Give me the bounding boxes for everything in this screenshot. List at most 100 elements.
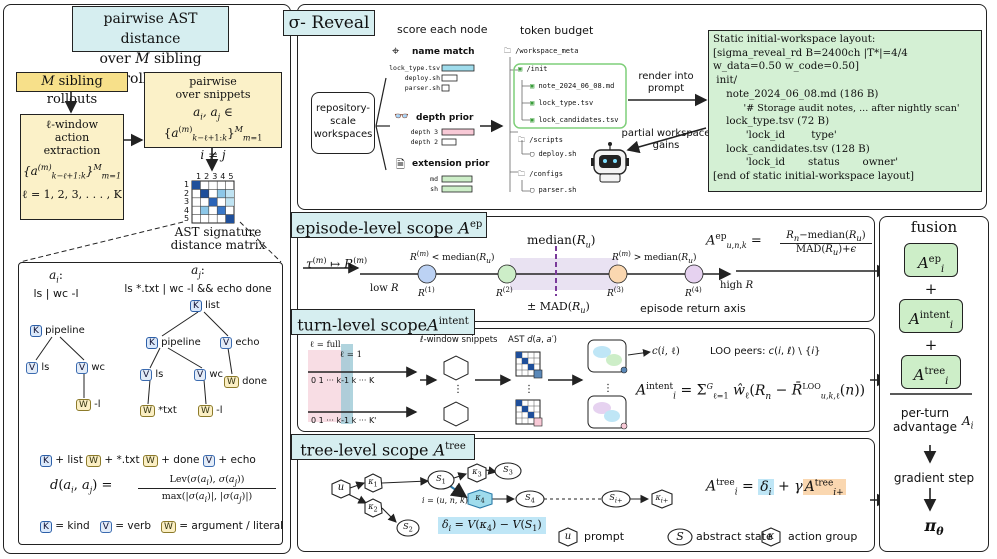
per-turn-line2: advantage — [892, 420, 958, 434]
window-line2: action — [54, 131, 90, 144]
col-4: 4 — [220, 172, 229, 181]
layout-line-3: init/ — [713, 74, 738, 87]
layout-line-9: 'lock_id status owner' — [713, 156, 899, 169]
render-label: render into prompt — [634, 71, 698, 95]
node-u: u — [337, 482, 345, 493]
matrix-label: AST signature distance matrix — [168, 226, 268, 252]
distance-matrix — [191, 180, 235, 224]
legend-s-symbol: S — [676, 530, 684, 543]
left-tree-wc: V wc — [76, 362, 105, 374]
window-set: {a(m)k−ℓ+1:k}Mm=1 — [22, 163, 122, 181]
distance-den: max(|σ(ai)|, |σ(aj)|) — [161, 490, 253, 504]
point-r4: R(4) — [685, 286, 702, 299]
distance-lhs: d(ai, aj) = — [50, 478, 113, 495]
render-line1: render into — [638, 71, 694, 82]
low-r: low R — [370, 283, 399, 294]
node-s1: S1 — [436, 474, 446, 486]
sigma-reveal-title: σ- Reveal — [283, 10, 375, 36]
file-tree: 🗀 /workspace_meta — [504, 46, 578, 56]
layout-line-0: Static initial-workspace layout: — [713, 33, 876, 45]
ast-panel-title: pairwise AST distance over M sibling rol… — [72, 6, 229, 87]
folder-icon: 🗀 — [518, 170, 525, 178]
right-pipeline-label: pipeline — [161, 337, 201, 348]
fusion-title: fusion — [910, 218, 958, 236]
policy-label: πθ — [924, 516, 944, 539]
left-root-label: pipeline — [45, 325, 85, 336]
render-line2: prompt — [647, 83, 685, 94]
folder-icon: 🗀 — [518, 136, 525, 144]
legend-s: abstract state — [696, 530, 773, 543]
point-r3: R(3) — [607, 286, 624, 299]
col-3: 3 — [212, 172, 221, 181]
loo-label: LOO peers: c(i, ℓ) \ {i} — [710, 346, 821, 357]
node-s3: S3 — [503, 465, 513, 477]
kind-icon: K — [190, 300, 202, 312]
file-lock-type: ▣ lock_type.tsv — [530, 99, 593, 107]
ast-d-label: AST d(a, a′) — [508, 335, 557, 345]
delta-term: δi — [758, 478, 774, 498]
depth-item-1: depth 3 — [410, 128, 438, 136]
layout-line-6: lock_type.tsv (72 B) — [713, 115, 830, 128]
diff-echo: + echo — [218, 454, 256, 466]
robot-icon — [591, 142, 629, 183]
right-tree-wc: V wc — [194, 369, 223, 381]
name-match-label: name match — [412, 47, 475, 57]
window-line3: extraction — [43, 144, 101, 157]
row-3: 3 — [184, 197, 190, 206]
aj-label: aj: ls *.txt | wc -l && echo done — [118, 263, 278, 296]
axis-top: 0 1 ··· k-1 k ··· K — [311, 376, 375, 385]
tau-map: τ(m) ↦ R(m) — [306, 256, 368, 271]
aj-command: ls *.txt | wc -l && echo done — [124, 283, 272, 296]
ell-full: ℓ = full — [310, 340, 341, 350]
right-tree-echo: V echo — [220, 337, 259, 349]
file-note: ▣ note_2024_06_08.md — [530, 82, 614, 90]
ast-legend: K = kind V = verb W = argument / literal — [40, 520, 283, 533]
svg-text:⋮: ⋮ — [603, 383, 613, 394]
diff-list: + list — [55, 454, 83, 466]
right-tree-done: W done — [224, 376, 267, 388]
tree-title: tree-level scope Atree — [291, 434, 475, 460]
score-each-node: score each node — [397, 23, 488, 36]
layout-line-4: note_2024_06_08.md (186 B) — [713, 87, 879, 100]
kind-icon: K — [30, 325, 42, 337]
a-i-label: Ai — [962, 414, 974, 432]
left-l-label: -l — [94, 399, 101, 410]
distance-num: Lev(σ(ai), σ(aj)) — [138, 474, 276, 489]
turn-panel — [297, 328, 875, 432]
ast-title-line1: pairwise AST distance — [103, 11, 198, 47]
right-done-label: done — [242, 376, 268, 387]
mad-label: ± MAD(Ru) — [527, 300, 590, 316]
depth-prior-label: depth prior — [416, 113, 474, 123]
ast-detail-box — [18, 262, 283, 545]
document-icon: 🗎 — [396, 158, 405, 171]
node-sp: Si+ — [609, 493, 623, 505]
episode-axis-label: episode return axis — [640, 302, 746, 315]
median-label: median(Ru) — [527, 233, 596, 250]
legend-kind: = kind — [55, 520, 90, 532]
right-root-label: list — [205, 300, 220, 311]
pairwise-formula: ai, aj ∈ {a(m)k−ℓ+1:k}Mm=1 — [163, 105, 263, 143]
gains-line2: gains — [652, 140, 680, 151]
ext-item-1: md — [430, 175, 438, 183]
episode-fraction: Rn−median(Ru) MAD(Ru)+ϵ — [780, 230, 872, 257]
row-1: 1 — [184, 180, 190, 189]
verb-icon: V — [26, 362, 39, 374]
axis-bottom: 0 1 ··· k-1 k ··· K' — [311, 416, 377, 425]
verb-icon: V — [76, 362, 89, 374]
glasses-icon: 👓 — [394, 109, 409, 123]
file-3: lock_type.tsv — [538, 99, 594, 107]
fusion-plus-2: + — [924, 336, 938, 354]
node-kp: κi+ — [655, 493, 669, 505]
pairwise-line2: over snippets — [175, 88, 251, 101]
legend-u-symbol: u — [564, 531, 572, 542]
fusion-plus-1: + — [924, 280, 938, 298]
reveal-title-text: σ- Reveal — [288, 13, 370, 33]
ell-one: ℓ = 1 — [340, 350, 363, 360]
matrix-col-labels: 12345 — [196, 172, 236, 181]
file-icon: ▢ — [530, 186, 535, 194]
episode-formula: Aepu,n,k = — [706, 232, 762, 250]
left-tree-l: W -l — [76, 399, 100, 411]
